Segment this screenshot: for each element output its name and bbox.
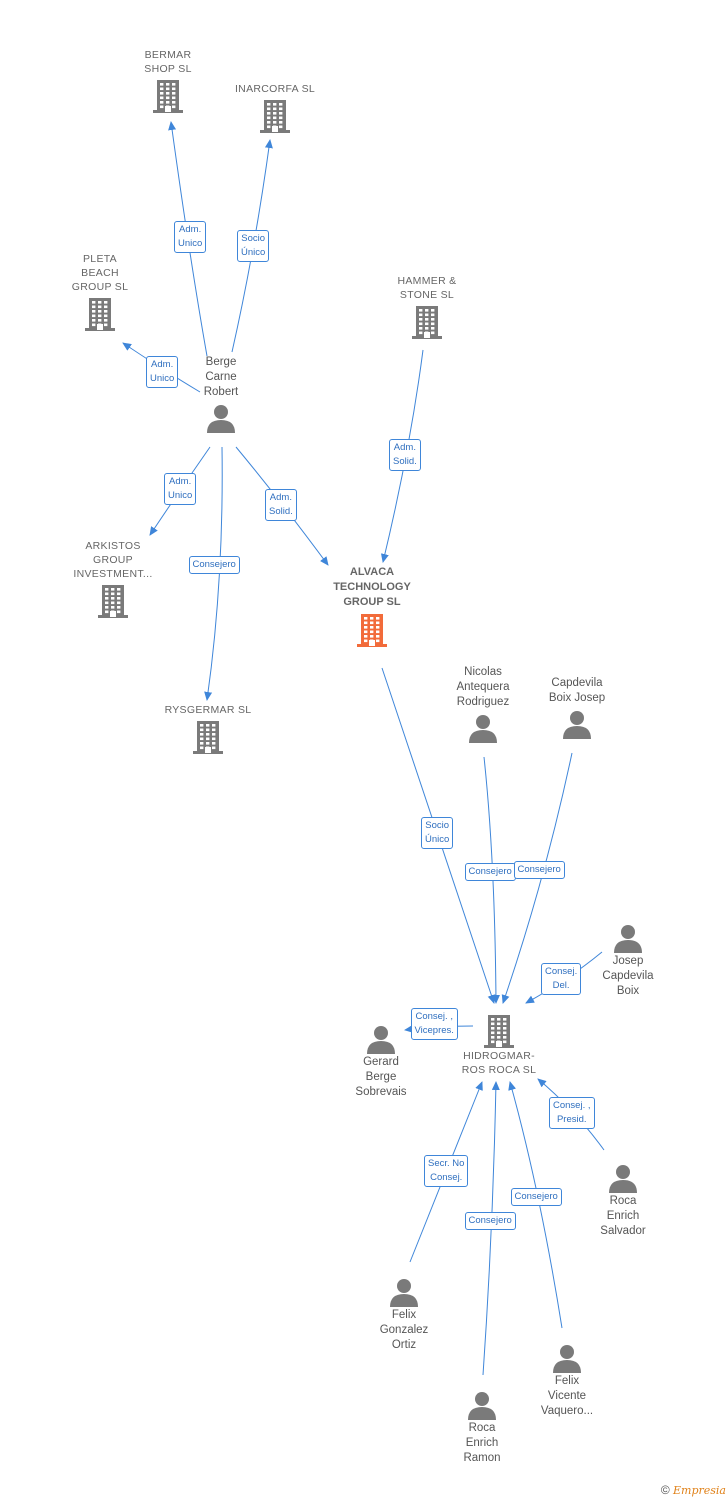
node-rysgermar[interactable]: RYSGERMAR SL bbox=[143, 703, 273, 755]
edge-label-gerard-to-hidrogmar[interactable]: Consej. ,Vicepres. bbox=[410, 1008, 458, 1040]
edge-label-berge-to-bermar[interactable]: Adm.Unico bbox=[174, 221, 207, 253]
edge-label-berge-to-pleta[interactable]: Adm.Unico bbox=[146, 356, 179, 388]
person-icon bbox=[502, 1342, 632, 1374]
building-icon bbox=[48, 583, 178, 619]
building-icon bbox=[307, 612, 437, 648]
node-label[interactable]: INARCORFA SL bbox=[234, 83, 316, 95]
building-icon bbox=[362, 304, 492, 340]
copyright-symbol: © bbox=[660, 1483, 670, 1497]
edge-label-nicolas-to-hidrogmar[interactable]: Consejero bbox=[464, 863, 516, 881]
building-icon bbox=[103, 78, 233, 114]
edge-label-berge-to-arkistos[interactable]: Adm.Unico bbox=[164, 473, 197, 505]
edge-label-josep-to-hidrogmar[interactable]: Consej.Del. bbox=[541, 963, 582, 995]
person-icon bbox=[156, 402, 286, 434]
person-icon bbox=[418, 712, 548, 744]
edge-label-felixv-to-hidrogmar[interactable]: Consejero bbox=[510, 1188, 562, 1206]
brand-logo[interactable]: Empresia bbox=[673, 1484, 726, 1497]
building-icon bbox=[35, 296, 165, 332]
person-icon bbox=[512, 708, 642, 740]
edge-label-berge-to-alvaca[interactable]: Adm.Solid. bbox=[265, 489, 297, 521]
footer: © Empresia bbox=[661, 1483, 726, 1497]
person-icon bbox=[417, 1389, 547, 1421]
building-icon bbox=[434, 1013, 564, 1049]
node-inarcorfa[interactable]: INARCORFA SL bbox=[210, 82, 340, 134]
edge-berge-to-rysgermar bbox=[204, 446, 223, 701]
node-hidrogmar[interactable]: HIDROGMAR-ROS ROCA SL bbox=[434, 1011, 564, 1077]
person-icon bbox=[558, 1162, 688, 1194]
edge-label-capdevila-to-hidrogmar[interactable]: Consejero bbox=[513, 861, 565, 879]
node-label[interactable]: RYSGERMAR SL bbox=[164, 704, 252, 716]
node-label[interactable]: HAMMER &STONE SL bbox=[397, 275, 457, 301]
node-label[interactable]: HIDROGMAR-ROS ROCA SL bbox=[461, 1050, 537, 1076]
edge-label-rocasalvador-to-hidrogmar[interactable]: Consej. ,Presid. bbox=[549, 1097, 595, 1129]
person-icon bbox=[316, 1023, 446, 1055]
edge-label-rocaramon-to-hidrogmar[interactable]: Consejero bbox=[464, 1212, 516, 1230]
edge-label-hammer-to-alvaca[interactable]: Adm.Solid. bbox=[389, 439, 421, 471]
building-icon bbox=[143, 719, 273, 755]
building-icon bbox=[210, 98, 340, 134]
edge-label-berge-to-rysgermar[interactable]: Consejero bbox=[188, 556, 240, 574]
person-icon bbox=[339, 1276, 469, 1308]
person-icon bbox=[563, 922, 693, 954]
node-hammer[interactable]: HAMMER &STONE SL bbox=[362, 274, 492, 340]
